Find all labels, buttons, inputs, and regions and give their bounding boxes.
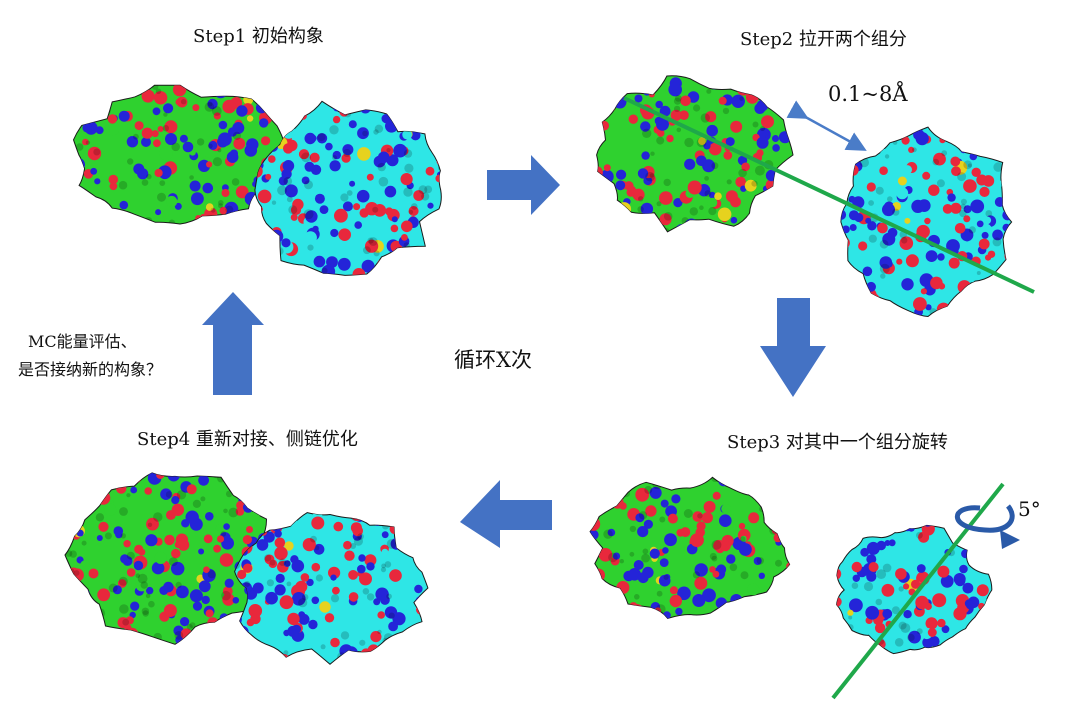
flow-arrow-right — [487, 155, 560, 215]
step3-green-component — [589, 476, 791, 619]
mc-evaluation-line1: MC能量评估、 — [28, 332, 137, 351]
flow-arrow-left — [460, 480, 552, 548]
distance-label: 0.1~8Å — [828, 82, 908, 106]
step1-label: Step1 初始构象 — [193, 26, 324, 47]
rotation-axis-line — [831, 482, 1005, 700]
step4-cyan-component — [234, 512, 429, 665]
flow-arrow-up — [202, 292, 264, 395]
step2-green-component — [596, 75, 794, 233]
loop-count-label: 循环X次 — [454, 348, 532, 372]
step2-cyan-component — [840, 126, 1013, 318]
mc-evaluation-line2: 是否接纳新的构象？ — [18, 360, 163, 379]
flow-arrow-down — [760, 298, 826, 397]
step3-label: Step3 对其中一个组分旋转 — [727, 432, 948, 453]
rotation-angle-label: 5° — [1018, 497, 1041, 521]
distance-arrow — [786, 100, 867, 151]
step3-cyan-component — [836, 524, 993, 655]
rotation-arrow-icon — [954, 504, 1015, 533]
translation-axis-line — [623, 96, 1035, 294]
rotation-arrowhead-icon — [1000, 530, 1020, 549]
step4-label: Step4 重新对接、侧链优化 — [137, 429, 358, 450]
step2-label: Step2 拉开两个组分 — [740, 29, 907, 50]
